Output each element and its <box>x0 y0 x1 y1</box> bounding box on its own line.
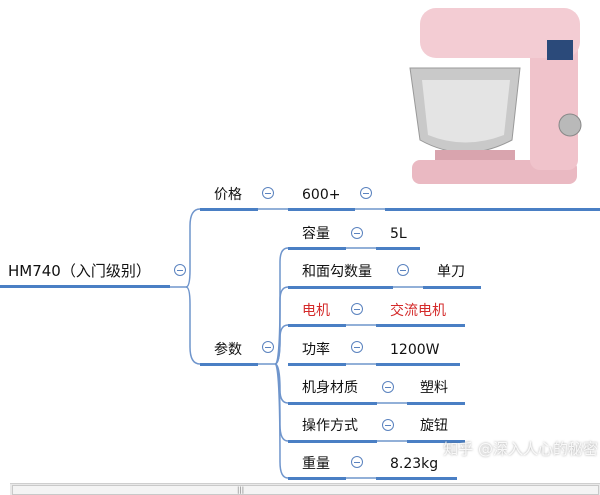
param-value-dough-hook[interactable]: 单刀 <box>437 264 465 280</box>
collapse-price-value-icon[interactable] <box>360 187 372 199</box>
branch-price-label[interactable]: 价格 <box>214 187 242 203</box>
node-underline <box>288 324 346 327</box>
param-value-capacity[interactable]: 5L <box>390 226 407 242</box>
param-name-weight[interactable]: 重量 <box>302 456 330 472</box>
grip-icon: ||| <box>237 486 245 494</box>
horizontal-scrollbar[interactable]: ||| <box>10 483 600 495</box>
node-underline <box>423 286 481 289</box>
param-name-power[interactable]: 功率 <box>302 342 330 358</box>
param-name-capacity[interactable]: 容量 <box>302 226 330 242</box>
param-value-power[interactable]: 1200W <box>390 342 440 358</box>
node-underline <box>288 440 377 443</box>
node-underline <box>376 247 420 250</box>
stand-mixer-image <box>400 0 595 192</box>
node-underline <box>288 286 393 289</box>
collapse-icon[interactable] <box>351 341 363 353</box>
collapse-icon[interactable] <box>351 227 363 239</box>
param-name-dough-hook[interactable]: 和面勾数量 <box>302 264 372 280</box>
root-node-label[interactable]: HM740（入门级别） <box>8 262 151 280</box>
param-name-motor[interactable]: 电机 <box>302 303 330 319</box>
branch-params-label[interactable]: 参数 <box>214 342 242 358</box>
collapse-params-icon[interactable] <box>262 341 274 353</box>
node-underline <box>376 324 465 327</box>
branch-underline <box>200 208 258 211</box>
collapse-price-icon[interactable] <box>262 187 274 199</box>
collapse-icon[interactable] <box>397 264 409 276</box>
node-underline <box>288 402 377 405</box>
root-underline <box>0 285 170 288</box>
node-underline <box>288 247 346 250</box>
param-name-operation[interactable]: 操作方式 <box>302 418 358 434</box>
node-underline <box>288 477 346 480</box>
node-underline <box>407 440 465 443</box>
node-underline <box>385 208 600 211</box>
price-value[interactable]: 600+ <box>302 187 341 203</box>
node-underline <box>376 363 460 366</box>
collapse-icon[interactable] <box>382 381 394 393</box>
param-name-material[interactable]: 机身材质 <box>302 380 358 396</box>
node-underline <box>288 208 355 211</box>
param-value-material[interactable]: 塑料 <box>420 380 448 396</box>
param-value-weight[interactable]: 8.23kg <box>390 456 439 472</box>
collapse-icon[interactable] <box>382 419 394 431</box>
collapse-icon[interactable] <box>351 456 363 468</box>
node-underline <box>376 477 457 480</box>
collapse-root-icon[interactable] <box>174 264 186 276</box>
watermark: 知乎 @深入人心的秘密 <box>443 440 598 458</box>
param-value-operation[interactable]: 旋钮 <box>420 418 448 434</box>
branch-underline <box>200 363 258 366</box>
node-underline <box>407 402 465 405</box>
param-value-motor[interactable]: 交流电机 <box>390 303 446 319</box>
collapse-icon[interactable] <box>351 303 363 315</box>
node-underline <box>288 363 346 366</box>
